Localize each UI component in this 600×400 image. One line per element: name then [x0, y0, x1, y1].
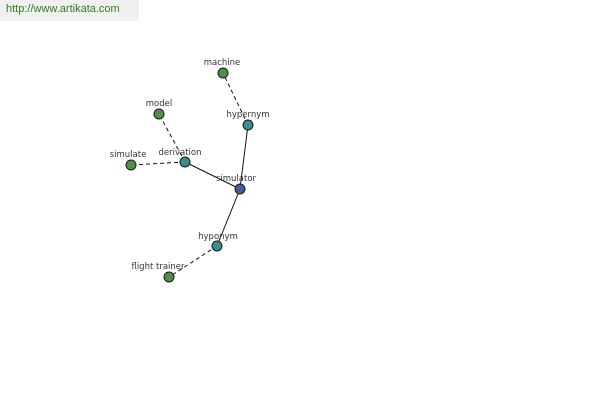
graph-nodes: simulator hypernym machine derivation model s… — [110, 58, 270, 283]
edge-hypernym-machine — [222, 72, 249, 126]
site-url-link[interactable]: http://www.artikata.com — [0, 0, 139, 21]
node-label-hyponym: hyponym — [198, 232, 238, 242]
node-dot-hyponym[interactable] — [211, 240, 223, 252]
edge-derivation-simulate — [130, 161, 186, 166]
node-dot-simulator[interactable] — [234, 183, 246, 195]
node-flight-trainer[interactable]: flight trainer — [131, 262, 185, 283]
edge-hyponym-flight-trainer — [168, 245, 218, 278]
node-derivation[interactable]: derivation — [158, 148, 202, 168]
graph-edges — [130, 72, 249, 278]
node-label-model: model — [146, 99, 172, 109]
edge-simulator-hyponym — [216, 188, 241, 247]
node-simulate[interactable]: simulate — [110, 150, 147, 171]
node-model[interactable]: model — [146, 99, 172, 120]
edge-derivation-model — [158, 113, 186, 163]
node-simulator[interactable]: simulator — [216, 174, 257, 195]
node-machine[interactable]: machine — [204, 58, 241, 79]
node-label-machine: machine — [204, 58, 241, 68]
node-hypernym[interactable]: hypernym — [226, 110, 270, 131]
edge-simulator-derivation — [184, 161, 241, 190]
node-dot-flight-trainer[interactable] — [163, 271, 175, 283]
node-hyponym[interactable]: hyponym — [198, 232, 238, 252]
node-label-simulator: simulator — [216, 174, 257, 184]
edge-simulator-hypernym — [239, 124, 249, 190]
node-dot-model[interactable] — [153, 108, 165, 120]
node-label-flight-trainer: flight trainer — [131, 262, 185, 272]
node-dot-derivation[interactable] — [179, 156, 191, 168]
node-label-derivation: derivation — [158, 148, 201, 158]
node-dot-simulate[interactable] — [125, 159, 137, 171]
node-label-hypernym: hypernym — [226, 110, 269, 120]
node-label-simulate: simulate — [110, 150, 147, 160]
node-dot-machine[interactable] — [217, 67, 229, 79]
node-dot-hypernym[interactable] — [242, 119, 254, 131]
